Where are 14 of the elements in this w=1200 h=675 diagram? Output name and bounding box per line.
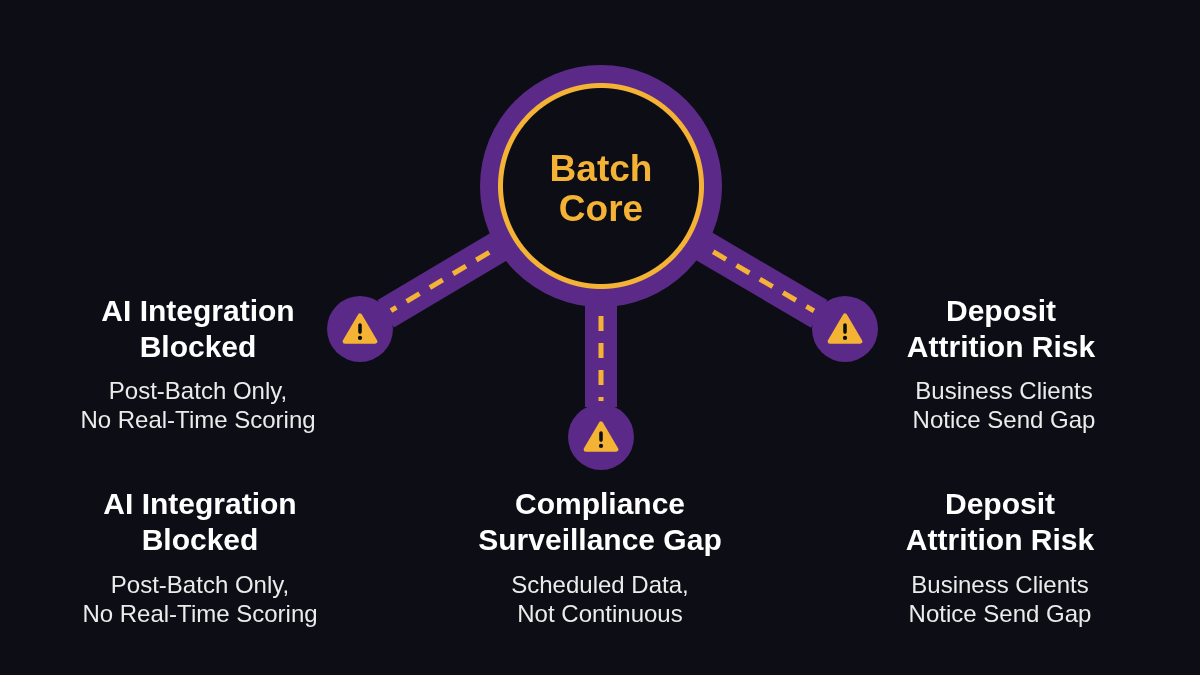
risk-heading: Compliance Surveillance Gap	[478, 486, 722, 558]
risk-heading: Deposit Attrition Risk	[906, 293, 1096, 365]
risk-description: Business Clients Notice Send Gap	[912, 376, 1096, 434]
dashed-connector	[377, 232, 508, 328]
risk-description: Business Clients Notice Send Gap	[908, 570, 1092, 628]
risk-description: Post-Batch Only, No Real-Time Scoring	[82, 570, 318, 628]
dashed-connector	[694, 231, 828, 328]
dashed-connector	[585, 304, 617, 407]
hub-title: Batch Core	[549, 149, 653, 229]
risk-description: Scheduled Data, Not Continuous	[511, 570, 689, 628]
risk-heading: AI Integration Blocked	[101, 293, 295, 365]
risk-heading: Deposit Attrition Risk	[905, 486, 1095, 558]
risk-heading: AI Integration Blocked	[103, 486, 297, 558]
risk-description: Post-Batch Only, No Real-Time Scoring	[80, 376, 316, 434]
